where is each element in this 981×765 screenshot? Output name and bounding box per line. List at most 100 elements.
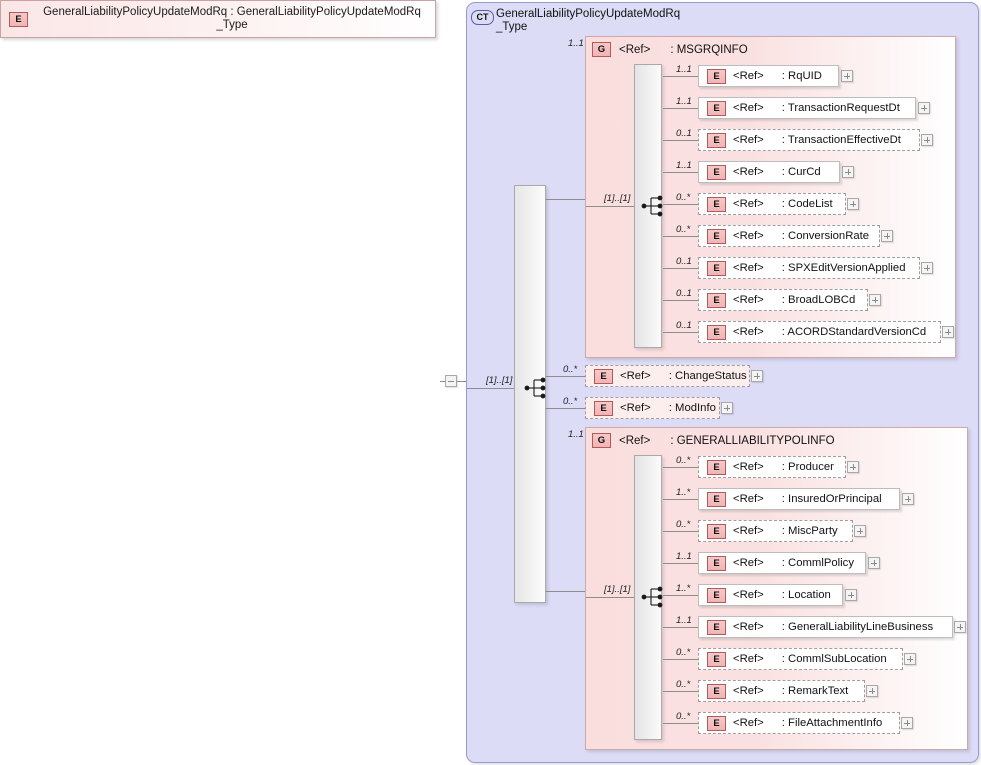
msgrqinfo-sequence-cardinality: [1]..[1] (604, 193, 631, 204)
cardinality-msgrqinfo: 1..1 (568, 38, 584, 49)
expander-fileattachmentinfo[interactable] (901, 717, 913, 729)
element-changestatus[interactable]: E <Ref> : ChangeStatus (585, 365, 750, 387)
element-ref-label: <Ref> (733, 717, 764, 729)
connector-outer-to-modinfo (546, 408, 585, 409)
expander-transactionrequestdt[interactable] (918, 102, 930, 114)
element-ref-label: <Ref> (733, 461, 764, 473)
element-insuredorprincipal[interactable]: E <Ref> : InsuredOrPrincipal (698, 488, 900, 510)
expander-curcd[interactable] (842, 166, 854, 178)
cardinality-modinfo: 0..* (563, 396, 578, 407)
connector-row (663, 268, 698, 269)
expander-modinfo[interactable] (721, 402, 733, 414)
cardinality-location: 1..* (676, 583, 691, 594)
group-name-label: : GENERALLIABILITYPOLINFO (670, 434, 835, 447)
expander-transactioneffectivedt[interactable] (921, 134, 933, 146)
element-name-label: : CurCd (781, 166, 821, 178)
expander-commlsublocation[interactable] (904, 653, 916, 665)
cardinality-broadlobcd: 0..1 (676, 288, 692, 299)
element-ref-label: <Ref> (733, 326, 764, 338)
expander-insuredorprincipal[interactable] (902, 493, 914, 505)
element-badge: E (707, 132, 726, 148)
element-ref-label: <Ref> (620, 370, 651, 382)
element-name-label: : RemarkText (781, 685, 849, 697)
expander-rquid[interactable] (841, 70, 853, 82)
element-badge: E (707, 523, 726, 539)
element-acordstandardversioncd[interactable]: E <Ref> : ACORDStandardVersionCd (698, 321, 941, 343)
cardinality-commlpolicy: 1..1 (676, 551, 692, 562)
connector-row (663, 76, 698, 77)
element-commlsublocation[interactable]: E <Ref> : CommlSubLocation (698, 648, 903, 670)
element-spxeditversionapplied[interactable]: E <Ref> : SPXEditVersionApplied (698, 257, 920, 279)
expander-remarktext[interactable] (866, 685, 878, 697)
group-msgrqinfo-header: G <Ref> : MSGRQINFO (592, 42, 748, 57)
element-ref-label: <Ref> (733, 166, 764, 178)
element-conversionrate[interactable]: E <Ref> : ConversionRate (698, 225, 880, 247)
expander-commlpolicy[interactable] (868, 557, 880, 569)
sequence-connector-icon (524, 377, 546, 399)
element-generalliabilitylinebusiness[interactable]: E <Ref> : GeneralLiabilityLineBusiness (698, 616, 953, 638)
element-fileattachmentinfo[interactable]: E <Ref> : FileAttachmentInfo (698, 712, 900, 734)
connector-group2-to-seq (586, 597, 634, 598)
expander-miscparty[interactable] (854, 525, 866, 537)
cardinality-curcd: 1..1 (676, 160, 692, 171)
expander-broadlobcd[interactable] (869, 294, 881, 306)
expander-location[interactable] (845, 589, 857, 601)
root-collapse-expander[interactable] (445, 375, 457, 387)
cardinality-codelist: 0..* (676, 192, 691, 203)
cardinality-transactioneffectivedt: 0..1 (676, 128, 692, 139)
cardinality-fileattachmentinfo: 0..* (676, 711, 691, 722)
element-name-label: : InsuredOrPrincipal (781, 493, 882, 505)
element-ref-label: <Ref> (733, 198, 764, 210)
element-producer[interactable]: E <Ref> : Producer (698, 456, 846, 478)
glpolinfo-sequence-cardinality: [1]..[1] (604, 584, 631, 595)
expander-spxeditversionapplied[interactable] (921, 262, 933, 274)
element-ref-label: <Ref> (733, 262, 764, 274)
element-transactionrequestdt[interactable]: E <Ref> : TransactionRequestDt (698, 97, 916, 119)
element-modinfo[interactable]: E <Ref> : ModInfo (585, 397, 720, 419)
element-transactioneffectivedt[interactable]: E <Ref> : TransactionEffectiveDt (698, 129, 920, 151)
cardinality-spxeditversionapplied: 0..1 (676, 256, 692, 267)
group-glpolinfo-header: G <Ref> : GENERALLIABILITYPOLINFO (592, 433, 835, 448)
expander-producer[interactable] (847, 461, 859, 473)
cardinality-changestatus: 0..* (563, 364, 578, 375)
element-location[interactable]: E <Ref> : Location (698, 584, 843, 606)
element-badge: E (707, 292, 726, 308)
element-name-label: : BroadLOBCd (781, 294, 856, 306)
element-badge: E (707, 459, 726, 475)
element-ref-label: <Ref> (733, 230, 764, 242)
expander-conversionrate[interactable] (881, 230, 893, 242)
element-badge: E (707, 68, 726, 84)
element-name-label: : ConversionRate (781, 230, 870, 242)
expander-changestatus[interactable] (751, 370, 763, 382)
cardinality-generalliabilitylinebusiness: 1..1 (676, 615, 692, 626)
element-broadlobcd[interactable]: E <Ref> : BroadLOBCd (698, 289, 868, 311)
expander-codelist[interactable] (847, 198, 859, 210)
element-curcd[interactable]: E <Ref> : CurCd (698, 161, 840, 183)
element-miscparty[interactable]: E <Ref> : MiscParty (698, 520, 853, 542)
expander-generalliabilitylinebusiness[interactable] (954, 621, 966, 633)
cardinality-insuredorprincipal: 1..* (676, 487, 691, 498)
connector-row (663, 108, 698, 109)
sequence-connector-icon (641, 586, 663, 608)
element-name-label: : ModInfo (668, 402, 716, 414)
connector-row (663, 563, 698, 564)
element-rquid[interactable]: E <Ref> : RqUID (698, 65, 839, 87)
element-name-label: : MiscParty (781, 525, 838, 537)
root-element-node[interactable]: E GeneralLiabilityPolicyUpdateModRq : Ge… (0, 0, 436, 38)
connector-row (663, 499, 698, 500)
element-badge: E (707, 555, 726, 571)
element-ref-label: <Ref> (733, 525, 764, 537)
element-badge: E (594, 400, 613, 416)
element-name-label: : TransactionEffectiveDt (781, 134, 901, 146)
element-remarktext[interactable]: E <Ref> : RemarkText (698, 680, 865, 702)
element-ref-label: <Ref> (733, 102, 764, 114)
connector-row (663, 627, 698, 628)
element-codelist[interactable]: E <Ref> : CodeList (698, 193, 846, 215)
connector-row (663, 659, 698, 660)
outer-sequence-bar (514, 185, 546, 603)
expander-acordstandardversioncd[interactable] (942, 326, 954, 338)
element-name-label: : ChangeStatus (668, 370, 747, 382)
element-commlpolicy[interactable]: E <Ref> : CommlPolicy (698, 552, 866, 574)
group-ref-label: <Ref> (619, 43, 651, 56)
